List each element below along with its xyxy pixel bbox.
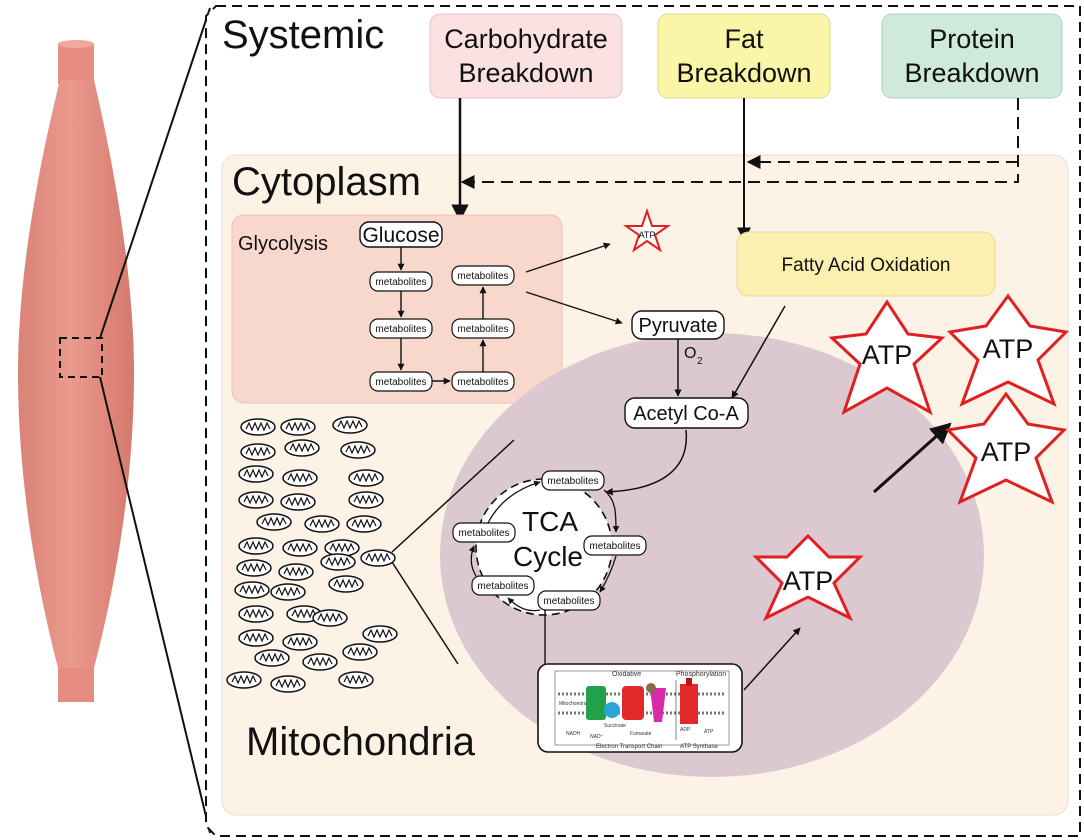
atp-star-2: ATP bbox=[946, 293, 1070, 407]
pyruvate-label: Pyruvate bbox=[639, 315, 718, 337]
fat-line2: Breakdown bbox=[676, 58, 811, 88]
oxphos-mito-label: Mitochondrial bbox=[559, 701, 589, 707]
tca-metabolite-1-label: metabolites bbox=[547, 476, 598, 487]
oxphos-top-left: Oxidative bbox=[612, 671, 641, 678]
muscle-illustration bbox=[18, 40, 134, 702]
zoom-line-bottom bbox=[99, 376, 211, 834]
acetyl-coa-label: Acetyl Co-A bbox=[633, 403, 739, 425]
glyc-metabolite-5: metabolites bbox=[451, 318, 515, 339]
muscle-zoom-region bbox=[59, 337, 103, 378]
tca-metabolite-4-label: metabolites bbox=[477, 581, 528, 592]
glyc-metabolite-4: metabolites bbox=[451, 371, 515, 392]
acetyl-to-tca-arrow bbox=[605, 429, 688, 496]
oxphos-top-right: Phosphorylation bbox=[676, 671, 726, 678]
atp-star-1: ATP bbox=[828, 299, 946, 416]
atp-star-mito: ATP bbox=[752, 533, 864, 622]
atp-star-3: ATP bbox=[944, 391, 1068, 505]
glyc-metabolite-3-label: metabolites bbox=[375, 377, 426, 388]
fao-to-acetyl-arrow bbox=[731, 305, 786, 399]
tca-metabolite-1: metabolites bbox=[541, 470, 605, 491]
oxphos-bottom-left: Electron Transport Chain bbox=[596, 744, 662, 750]
glyc-metabolite-6: metabolites bbox=[451, 265, 515, 286]
protein-dashed-arrow bbox=[460, 98, 1019, 189]
oxidative-phosphorylation-panel: Oxidative Phosphorylation Mitochondrial … bbox=[537, 663, 743, 753]
protein-breakdown-box: Protein Breakdown bbox=[881, 13, 1063, 99]
tca-arrows bbox=[468, 480, 620, 612]
acetyl-coa-node: Acetyl Co-A bbox=[624, 397, 749, 429]
fat-line1: Fat bbox=[724, 24, 764, 54]
tca-metabolite-3-label: metabolites bbox=[589, 541, 640, 552]
carbohydrate-breakdown-box: Carbohydrate Breakdown bbox=[429, 13, 623, 99]
oxphos-succinate: Succinate bbox=[604, 723, 626, 729]
oxygen-subscript: 2 bbox=[697, 356, 703, 367]
glyc-metabolite-4-label: metabolites bbox=[457, 377, 508, 388]
mito-cluster-line-top bbox=[391, 439, 515, 553]
glycolysis-atp-label: ATP bbox=[639, 230, 656, 240]
atp-star-mito-label: ATP bbox=[783, 566, 834, 596]
glyc-metabolite-1-label: metabolites bbox=[375, 277, 426, 288]
atp-star-3-label: ATP bbox=[981, 437, 1032, 467]
oxphos-adp: ADP bbox=[680, 727, 691, 733]
glyc-metabolite-2-label: metabolites bbox=[375, 324, 426, 335]
glyc-metabolite-6-label: metabolites bbox=[457, 271, 508, 282]
atp-star-1-label: ATP bbox=[862, 340, 913, 370]
glycolysis-atp-star: ATP bbox=[622, 207, 672, 253]
glycolysis-label: Glycolysis bbox=[238, 233, 328, 255]
fatty-acid-oxidation-box: Fatty Acid Oxidation bbox=[736, 231, 996, 297]
oxygen-label: O bbox=[684, 345, 696, 362]
zoom-line-top bbox=[99, 7, 211, 339]
oxphos-atp: ATP bbox=[704, 729, 714, 735]
tca-metabolite-3: metabolites bbox=[583, 535, 647, 556]
glyc-metabolite-1: metabolites bbox=[369, 271, 433, 292]
systemic-label: Systemic bbox=[222, 13, 384, 57]
fat-breakdown-box: Fat Breakdown bbox=[657, 13, 831, 99]
glucose-label: Glucose bbox=[362, 224, 439, 247]
glyc-metabolite-2: metabolites bbox=[369, 318, 433, 339]
oxphos-to-atp-arrow bbox=[743, 627, 801, 691]
glycolysis-region bbox=[231, 214, 563, 404]
tca-metabolite-2-label: metabolites bbox=[458, 528, 509, 539]
pyruvate-node: Pyruvate bbox=[631, 310, 725, 340]
mito-to-atp-arrow bbox=[872, 422, 952, 494]
tca-metabolite-2: metabolites bbox=[452, 522, 516, 543]
tca-line1: TCA bbox=[522, 506, 578, 537]
glyc-metabolite-5-label: metabolites bbox=[457, 324, 508, 335]
mitochondria-label: Mitochondria bbox=[246, 720, 476, 764]
protein-line1: Protein bbox=[929, 24, 1015, 54]
oxphos-fumarate: Fumarate bbox=[630, 731, 652, 737]
glycolysis-arrows bbox=[397, 242, 623, 385]
atp-star-2-label: ATP bbox=[983, 334, 1034, 364]
protein-line2: Breakdown bbox=[904, 58, 1039, 88]
tca-metabolite-5-label: metabolites bbox=[543, 596, 594, 607]
carbohydrate-line2: Breakdown bbox=[458, 58, 593, 88]
carbohydrate-line1: Carbohydrate bbox=[444, 24, 608, 54]
tca-metabolite-4: metabolites bbox=[471, 575, 535, 596]
oxphos-nadh: NADH bbox=[566, 731, 581, 737]
glucose-node: Glucose bbox=[359, 221, 443, 248]
tca-metabolite-5: metabolites bbox=[537, 590, 601, 611]
glyc-metabolite-3: metabolites bbox=[369, 371, 433, 392]
oxphos-bottom-right: ATP Synthase bbox=[680, 744, 718, 750]
fatty-acid-label: Fatty Acid Oxidation bbox=[782, 255, 951, 276]
oxphos-nad: NAD⁺ bbox=[590, 734, 604, 740]
mito-cluster-line-bottom bbox=[391, 561, 459, 665]
cytoplasm-label: Cytoplasm bbox=[232, 160, 421, 204]
tca-line2: Cycle bbox=[513, 541, 583, 572]
